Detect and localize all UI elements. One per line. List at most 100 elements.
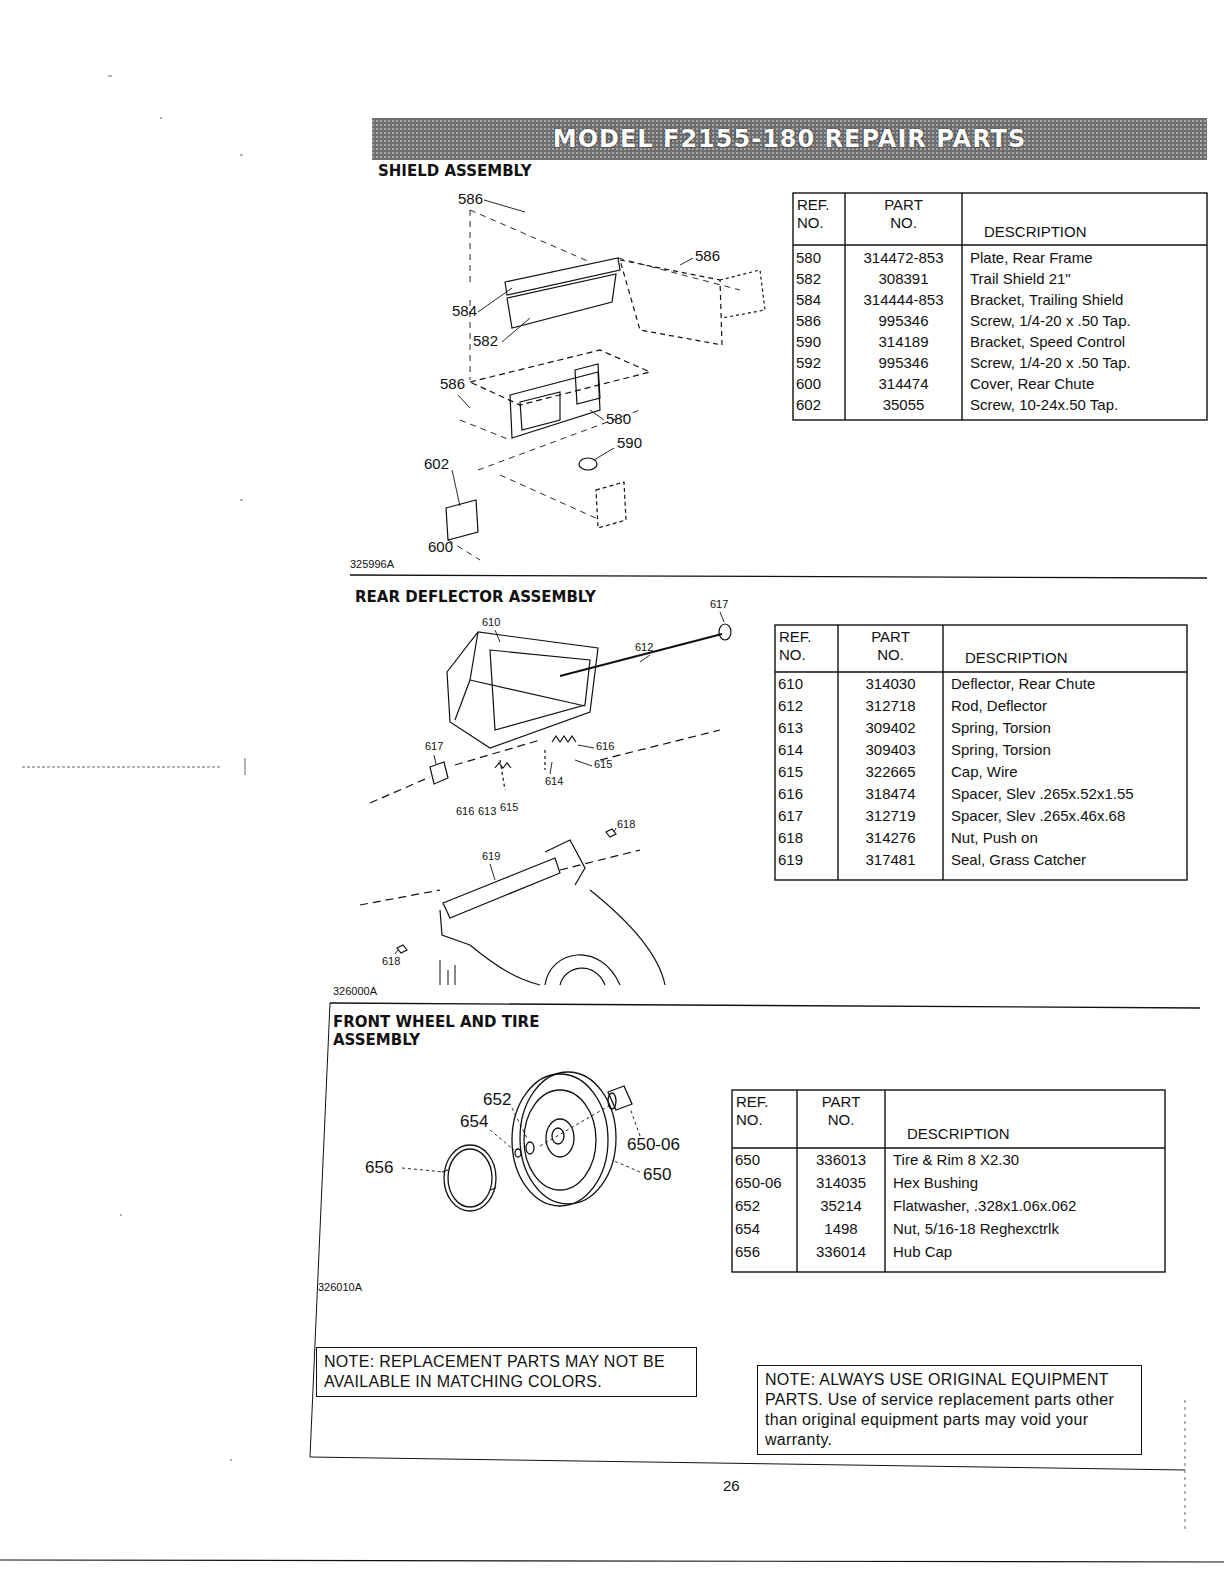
line-art [732,1090,1165,1272]
line-art [520,1072,616,1204]
figure-number: 326010A [318,1281,362,1294]
line-art [546,1119,574,1157]
line-art [590,410,604,420]
line-art [550,762,552,774]
title-band: MODEL F2155-180 REPAIR PARTS [372,118,1207,160]
line-art [640,655,650,662]
column-header: DESCRIPTION [965,649,1068,667]
line-art [837,625,838,880]
note-box: NOTE: REPLACEMENT PARTS MAY NOT BE AVAIL… [316,1347,697,1397]
part-number: 312718 [838,697,943,715]
ref-number: 619 [778,851,803,869]
part-number: 314189 [845,333,962,351]
column-header: DESCRIPTION [907,1125,1010,1143]
callout-number: 602 [424,455,449,473]
note-box: NOTE: ALWAYS USE ORIGINAL EQUIPMENT PART… [757,1365,1142,1455]
part-number: 318474 [838,785,943,803]
column-header: PART NO. [874,196,934,232]
line-art [512,1108,528,1140]
line-art [446,500,478,540]
line-art [594,448,614,460]
section-heading: REAR DEFLECTOR ASSEMBLY [355,588,596,606]
column-header: REF. NO. [797,196,843,232]
callout-number: 614 [545,775,563,788]
line-art [490,864,495,880]
line-art [440,910,470,945]
line-art [230,1460,232,1461]
part-description: Spacer, Slev .265x.52x1.55 [951,785,1134,803]
line-art [495,763,511,768]
line-art [680,258,693,265]
ref-number: 610 [778,675,803,693]
part-description: Cap, Wire [951,763,1018,781]
line-art [440,960,455,985]
line-art [526,1142,534,1154]
part-description: Nut, 5/16-18 Reghexctrlk [893,1220,1059,1238]
column-header: REF. NO. [736,1093,795,1129]
note-text: NOTE: ALWAYS USE ORIGINAL EQUIPMENT PART… [765,1370,1134,1450]
line-art [552,736,576,742]
line-art [796,1090,797,1272]
line-art [444,1145,496,1211]
part-number: 314472-853 [845,249,962,267]
part-description: Hub Cap [893,1243,952,1261]
line-art [402,1104,640,1172]
callout-number: 619 [482,850,500,863]
line-art [458,395,470,408]
part-description: Screw, 1/4-20 x .50 Tap. [970,354,1131,372]
line-art [596,482,626,528]
part-description: Spacer, Slev .265x.46x.68 [951,807,1125,825]
ref-number: 654 [735,1220,760,1238]
callout-number: 586 [458,190,483,208]
part-description: Spring, Torsion [951,719,1051,737]
line-art [560,850,640,870]
page-number: 26 [723,1477,740,1495]
part-description: Flatwasher, .328x1.06x.062 [893,1197,1076,1215]
part-description: Spring, Torsion [951,741,1051,759]
line-art [484,200,525,212]
line-art [560,634,722,676]
line-art [793,193,1207,420]
line-art [884,1090,885,1272]
part-number: 995346 [845,354,962,372]
line-art [540,1104,612,1146]
line-art [240,155,243,156]
ref-number: 600 [796,375,821,393]
line-art [372,118,1207,160]
line-art [360,612,731,985]
callout-number: 584 [452,302,477,320]
line-art [942,625,943,880]
line-art [397,945,407,953]
callout-number: 613 [478,805,496,818]
page-title: MODEL F2155-180 REPAIR PARTS [553,125,1026,153]
callout-number: 617 [425,740,443,753]
part-number: 322665 [838,763,943,781]
part-number: 317481 [838,851,943,869]
part-description: Tire & Rim 8 X2.30 [893,1151,1019,1169]
ref-number: 586 [796,312,821,330]
part-number: 308391 [845,270,962,288]
ref-number: 616 [778,785,803,803]
ref-number: 590 [796,333,821,351]
part-number: 35055 [845,396,962,414]
callout-number: 586 [440,375,465,393]
line-art [720,612,724,622]
line-art [720,270,765,318]
part-description: Rod, Deflector [951,697,1047,715]
line-art [22,76,1185,1530]
ref-number: 617 [778,807,803,825]
callout-number: 582 [473,332,498,350]
line-art [240,500,243,501]
callout-number: 615 [594,758,612,771]
callout-number: 656 [365,1158,393,1178]
line-art [455,632,478,720]
line-art [460,420,510,440]
line-art [775,671,1187,672]
part-number: 312719 [838,807,943,825]
line-art [614,828,616,832]
line-art [608,1086,632,1110]
section-heading: SHIELD ASSEMBLY [378,162,532,180]
line-art [545,840,585,885]
callout-number: 617 [710,598,728,611]
line-art [515,1149,521,1157]
